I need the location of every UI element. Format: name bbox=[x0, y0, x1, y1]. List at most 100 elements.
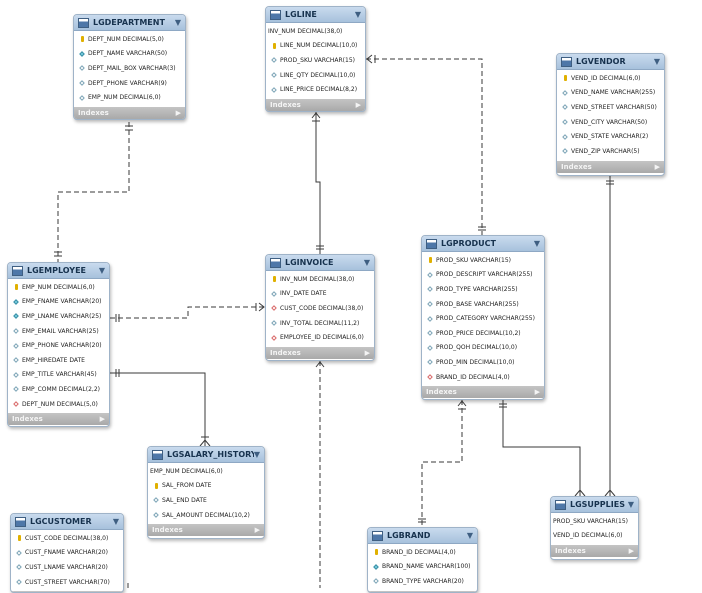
column-row[interactable]: EMP_EMAIL VARCHAR(25) bbox=[8, 324, 109, 339]
column-row[interactable]: PROD_SKU VARCHAR(15) bbox=[551, 514, 638, 529]
indexes-bar[interactable]: Indexes▶ bbox=[266, 99, 365, 111]
column-row[interactable]: CUST_CODE DECIMAL(38,0) bbox=[11, 531, 123, 546]
collapse-toggle-icon[interactable]: ▼ bbox=[534, 239, 540, 248]
column-row[interactable]: LINE_PRICE DECIMAL(8,2) bbox=[266, 82, 365, 97]
column-row[interactable]: DEPT_MAIL_BOX VARCHAR(3) bbox=[74, 61, 185, 76]
table-lgline[interactable]: LGLINE▼INV_NUM DECIMAL(38,0)LINE_NUM DEC… bbox=[265, 6, 366, 112]
column-row[interactable]: PROD_SKU VARCHAR(15) bbox=[422, 253, 544, 268]
collapse-toggle-icon[interactable]: ▼ bbox=[355, 10, 361, 19]
table-lgdepartment[interactable]: LGDEPARTMENT▼DEPT_NUM DECIMAL(5,0)DEPT_N… bbox=[73, 14, 186, 120]
table-lgbrand[interactable]: LGBRAND▼BRAND_ID DECIMAL(4,0)BRAND_NAME … bbox=[367, 527, 478, 593]
column-row[interactable]: VEND_ID DECIMAL(6,0) bbox=[557, 71, 664, 86]
indexes-bar[interactable]: Indexes▶ bbox=[8, 413, 109, 425]
column-row[interactable]: DEPT_NAME VARCHAR(50) bbox=[74, 47, 185, 62]
column-row[interactable]: EMP_HIREDATE DATE bbox=[8, 353, 109, 368]
column-row[interactable]: EMPLOYEE_ID DECIMAL(6,0) bbox=[266, 330, 374, 345]
column-row[interactable]: INV_NUM DECIMAL(38,0) bbox=[266, 24, 365, 39]
indexed-column-icon bbox=[12, 314, 20, 318]
column-row[interactable]: EMP_NUM DECIMAL(6,0) bbox=[148, 464, 264, 479]
collapse-toggle-icon[interactable]: ▼ bbox=[175, 18, 181, 27]
column-row[interactable]: VEND_STREET VARCHAR(50) bbox=[557, 100, 664, 115]
column-row[interactable]: LINE_NUM DECIMAL(10,0) bbox=[266, 39, 365, 54]
table-header-lgvendor[interactable]: LGVENDOR▼ bbox=[557, 54, 664, 70]
table-header-lgcustomer[interactable]: LGCUSTOMER▼ bbox=[11, 514, 123, 530]
indexes-bar[interactable]: Indexes▶ bbox=[148, 524, 264, 536]
column-row[interactable]: CUST_CODE DECIMAL(38,0) bbox=[266, 301, 374, 316]
column-row[interactable]: DEPT_NUM DECIMAL(5,0) bbox=[8, 397, 109, 412]
column-row[interactable]: EMP_TITLE VARCHAR(45) bbox=[8, 368, 109, 383]
table-header-lgbrand[interactable]: LGBRAND▼ bbox=[368, 528, 477, 544]
column-row[interactable]: BRAND_NAME VARCHAR(100) bbox=[368, 560, 477, 575]
column-row[interactable]: VEND_NAME VARCHAR(255) bbox=[557, 86, 664, 101]
expand-indexes-icon[interactable]: ▶ bbox=[535, 388, 540, 396]
expand-indexes-icon[interactable]: ▶ bbox=[655, 163, 660, 171]
column-row[interactable]: EMP_LNAME VARCHAR(25) bbox=[8, 309, 109, 324]
column-row[interactable]: INV_TOTAL DECIMAL(11,2) bbox=[266, 316, 374, 331]
column-row[interactable]: EMP_PHONE VARCHAR(20) bbox=[8, 338, 109, 353]
column-row[interactable]: CUST_FNAME VARCHAR(20) bbox=[11, 546, 123, 561]
column-row[interactable]: EMP_COMM DECIMAL(2,2) bbox=[8, 382, 109, 397]
table-lginvoice[interactable]: LGINVOICE▼INV_NUM DECIMAL(38,0)INV_DATE … bbox=[265, 254, 375, 361]
column-row[interactable]: VEND_CITY VARCHAR(50) bbox=[557, 115, 664, 130]
table-lgvendor[interactable]: LGVENDOR▼VEND_ID DECIMAL(6,0)VEND_NAME V… bbox=[556, 53, 665, 176]
indexes-bar[interactable]: Indexes▶ bbox=[74, 107, 185, 119]
collapse-toggle-icon[interactable]: ▼ bbox=[654, 57, 660, 66]
column-row[interactable]: PROD_TYPE VARCHAR(255) bbox=[422, 282, 544, 297]
table-lgsalary-history[interactable]: LGSALARY_HISTORY▼EMP_NUM DECIMAL(6,0)SAL… bbox=[147, 446, 265, 539]
column-row[interactable]: PROD_MIN DECIMAL(10,0) bbox=[422, 355, 544, 370]
collapse-toggle-icon[interactable]: ▼ bbox=[113, 517, 119, 526]
column-row[interactable]: VEND_ZIP VARCHAR(5) bbox=[557, 144, 664, 159]
column-row[interactable]: VEND_STATE VARCHAR(2) bbox=[557, 129, 664, 144]
collapse-toggle-icon[interactable]: ▼ bbox=[628, 500, 634, 509]
column-row[interactable]: INV_NUM DECIMAL(38,0) bbox=[266, 272, 374, 287]
column-row[interactable]: PROD_SKU VARCHAR(15) bbox=[266, 53, 365, 68]
column-row[interactable]: PROD_BASE VARCHAR(255) bbox=[422, 297, 544, 312]
table-header-lgsalary-history[interactable]: LGSALARY_HISTORY▼ bbox=[148, 447, 264, 463]
indexes-bar[interactable]: Indexes▶ bbox=[266, 347, 374, 359]
column-row[interactable]: SAL_FROM DATE bbox=[148, 479, 264, 494]
column-row[interactable]: EMP_NUM DECIMAL(6,0) bbox=[74, 90, 185, 105]
table-header-lginvoice[interactable]: LGINVOICE▼ bbox=[266, 255, 374, 271]
expand-indexes-icon[interactable]: ▶ bbox=[629, 547, 634, 555]
indexes-bar[interactable]: Indexes▶ bbox=[551, 545, 638, 557]
collapse-toggle-icon[interactable]: ▼ bbox=[254, 450, 260, 459]
column-row[interactable]: EMP_FNAME VARCHAR(20) bbox=[8, 295, 109, 310]
column-row[interactable]: BRAND_ID DECIMAL(4,0) bbox=[368, 545, 477, 560]
indexes-bar[interactable]: Indexes▶ bbox=[422, 386, 544, 398]
column-row[interactable]: PROD_DESCRIPT VARCHAR(255) bbox=[422, 268, 544, 283]
column-row[interactable]: CUST_STREET VARCHAR(70) bbox=[11, 575, 123, 590]
table-header-lgdepartment[interactable]: LGDEPARTMENT▼ bbox=[74, 15, 185, 31]
column-row[interactable]: BRAND_TYPE VARCHAR(20) bbox=[368, 574, 477, 589]
indexes-bar[interactable]: Indexes▶ bbox=[557, 161, 664, 173]
column-row[interactable]: LINE_QTY DECIMAL(10,0) bbox=[266, 68, 365, 83]
table-lgcustomer[interactable]: LGCUSTOMER▼CUST_CODE DECIMAL(38,0)CUST_F… bbox=[10, 513, 124, 593]
table-header-lgemployee[interactable]: LGEMPLOYEE▼ bbox=[8, 263, 109, 279]
column-row[interactable]: PROD_CATEGORY VARCHAR(255) bbox=[422, 311, 544, 326]
table-lgemployee[interactable]: LGEMPLOYEE▼EMP_NUM DECIMAL(6,0)EMP_FNAME… bbox=[7, 262, 110, 427]
column-row[interactable]: CUST_LNAME VARCHAR(20) bbox=[11, 560, 123, 575]
table-lgproduct[interactable]: LGPRODUCT▼PROD_SKU VARCHAR(15)PROD_DESCR… bbox=[421, 235, 545, 400]
table-lgsupplies[interactable]: LGSUPPLIES▼PROD_SKU VARCHAR(15)VEND_ID D… bbox=[550, 496, 639, 560]
column-row[interactable]: INV_DATE DATE bbox=[266, 287, 374, 302]
column-row[interactable]: SAL_AMOUNT DECIMAL(10,2) bbox=[148, 508, 264, 523]
column-row[interactable]: PROD_PRICE DECIMAL(10,2) bbox=[422, 326, 544, 341]
column-row[interactable]: VEND_ID DECIMAL(6,0) bbox=[551, 529, 638, 544]
column-row[interactable]: SAL_END DATE bbox=[148, 493, 264, 508]
table-header-lgline[interactable]: LGLINE▼ bbox=[266, 7, 365, 23]
expand-indexes-icon[interactable]: ▶ bbox=[100, 415, 105, 423]
expand-indexes-icon[interactable]: ▶ bbox=[176, 109, 181, 117]
table-header-lgproduct[interactable]: LGPRODUCT▼ bbox=[422, 236, 544, 252]
collapse-toggle-icon[interactable]: ▼ bbox=[467, 531, 473, 540]
column-row[interactable]: EMP_NUM DECIMAL(6,0) bbox=[8, 280, 109, 295]
column-row[interactable]: BRAND_ID DECIMAL(4,0) bbox=[422, 370, 544, 385]
expand-indexes-icon[interactable]: ▶ bbox=[356, 101, 361, 109]
column-row[interactable]: DEPT_PHONE VARCHAR(9) bbox=[74, 76, 185, 91]
expand-indexes-icon[interactable]: ▶ bbox=[365, 349, 370, 357]
column-row[interactable]: DEPT_NUM DECIMAL(5,0) bbox=[74, 32, 185, 47]
table-header-lgsupplies[interactable]: LGSUPPLIES▼ bbox=[551, 497, 638, 513]
column-row[interactable]: PROD_QOH DECIMAL(10,0) bbox=[422, 341, 544, 356]
expand-indexes-icon[interactable]: ▶ bbox=[255, 526, 260, 534]
collapse-toggle-icon[interactable]: ▼ bbox=[364, 258, 370, 267]
collapse-toggle-icon[interactable]: ▼ bbox=[99, 266, 105, 275]
